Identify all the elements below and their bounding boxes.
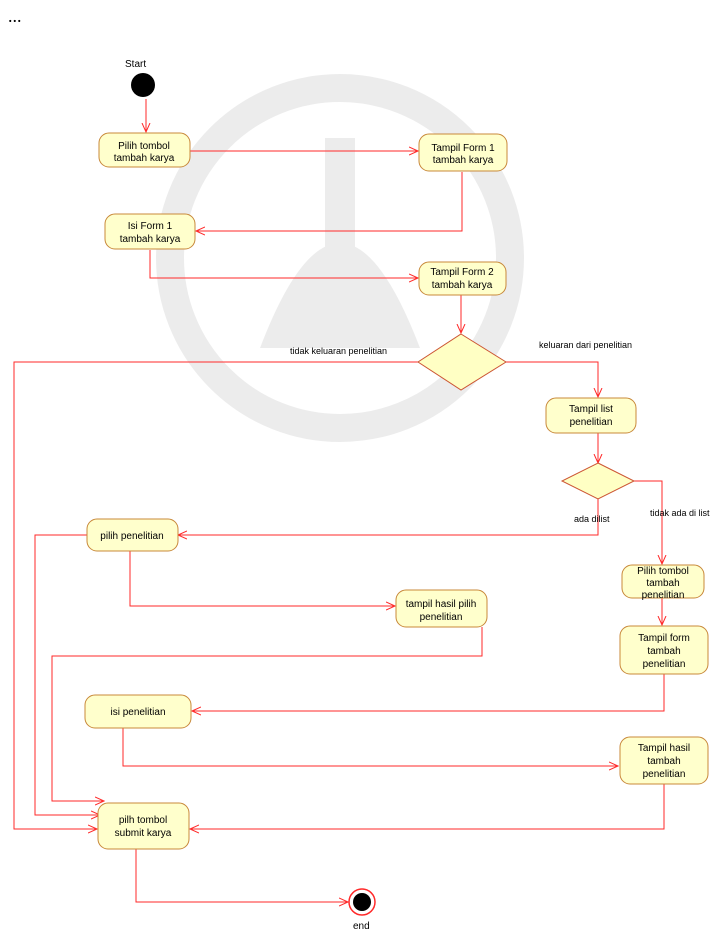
node-line: penelitian — [570, 417, 613, 428]
action-pilih-tombol-tambah-karya: Pilih tombol tambah karya — [98, 132, 191, 168]
node-line: pilh tombol — [119, 815, 167, 826]
node-line: tambah — [647, 646, 680, 657]
action-pilih-tombol-submit-karya: pilh tombol submit karya — [97, 802, 190, 850]
node-line: penelitian — [643, 659, 686, 670]
edge-isi-form1-to-tampil-form2 — [149, 250, 418, 278]
node-line: Tampil Form 2 — [430, 267, 494, 278]
end-label: end — [353, 921, 370, 932]
node-line: Pilih tombol — [637, 566, 689, 577]
edge-tampil-hasil-tambah-to-submit — [190, 784, 665, 829]
edge-tampil-form1-to-isi-form1 — [196, 172, 463, 231]
node-line: submit karya — [115, 828, 172, 839]
guard-tidak-ada-dilist: tidak ada di list — [650, 508, 710, 518]
action-isi-penelitian: isi penelitian — [84, 694, 192, 729]
node-line: tambah karya — [114, 153, 175, 164]
edge-decision2-to-pilih-penelitian — [178, 498, 599, 535]
start-label: Start — [125, 59, 146, 70]
action-isi-form-1: Isi Form 1 tambah karya — [104, 213, 196, 250]
edge-decision2-to-pilih-tombol-tambah-penelitian — [634, 480, 662, 564]
node-line: Tampil hasil — [638, 743, 690, 754]
node-line: penelitian — [642, 590, 685, 601]
node-line: penelitian — [420, 612, 463, 623]
edge-tampil-form-tambah-to-isi-penelitian — [192, 674, 665, 711]
action-pilih-tombol-tambah-penelitian: Pilih tombol tambah penelitian — [621, 564, 705, 601]
edges — [13, 99, 665, 902]
node-line: tambah — [646, 578, 679, 589]
action-tampil-form-1: Tampil Form 1 tambah karya — [418, 133, 508, 172]
guard-keluaran: keluaran dari penelitian — [539, 340, 632, 350]
action-tampil-hasil-pilih-penelitian: tampil hasil pilih penelitian — [395, 589, 488, 628]
edge-isi-penelitian-to-tampil-hasil-tambah — [122, 728, 618, 766]
node-line: tambah karya — [120, 234, 181, 245]
node-line: tambah — [647, 756, 680, 767]
edge-decision1-to-submit-tidak — [13, 361, 418, 829]
decision-keluaran-penelitian — [417, 333, 507, 391]
node-line: Tampil form — [638, 633, 690, 644]
action-tampil-list-penelitian: Tampil list penelitian — [545, 397, 637, 434]
end-node — [348, 888, 376, 916]
node-line: tambah karya — [433, 155, 494, 166]
node-line: tambah karya — [432, 280, 493, 291]
edge-pilih-penelitian-to-tampil-hasil-pilih — [129, 551, 395, 606]
decision-ada-di-list — [560, 462, 636, 500]
action-tampil-form-tambah-penelitian: Tampil form tambah penelitian — [619, 625, 709, 675]
edge-tampil-hasil-pilih-to-submit — [51, 627, 483, 801]
node-line: penelitian — [643, 769, 686, 780]
action-pilih-penelitian: pilih penelitian — [86, 518, 179, 552]
guard-tidak-keluaran: tidak keluaran penelitian — [290, 346, 387, 356]
node-line: pilih penelitian — [100, 531, 163, 542]
action-tampil-form-2: Tampil Form 2 tambah karya — [418, 261, 507, 296]
node-line: Tampil Form 1 — [431, 143, 495, 154]
node-line: isi penelitian — [110, 707, 165, 718]
node-line: tampil hasil pilih — [406, 599, 477, 610]
guard-ada-dilist: ada dilist — [574, 514, 610, 524]
start-node — [131, 73, 155, 97]
edge-pilih-penelitian-to-submit — [34, 534, 100, 815]
edge-submit-to-end — [135, 849, 348, 902]
action-tampil-hasil-tambah-penelitian: Tampil hasil tambah penelitian — [619, 736, 709, 785]
node-line: Pilih tombol — [118, 141, 170, 152]
figure-caption: ... — [8, 6, 22, 26]
edge-decision1-to-tampil-list — [506, 361, 598, 397]
node-line: Tampil list — [569, 404, 613, 415]
node-line: Isi Form 1 — [128, 221, 173, 232]
